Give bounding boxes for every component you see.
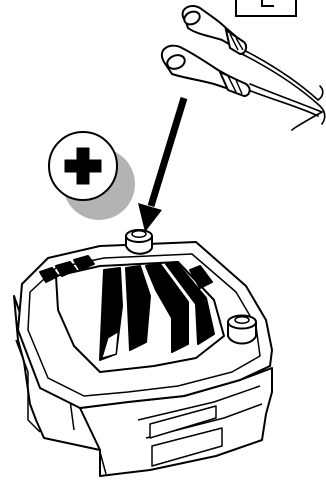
arrow-down-icon xyxy=(138,98,184,232)
ring-terminal-icon xyxy=(162,46,250,96)
plus-badge-icon xyxy=(49,132,135,220)
corner-box xyxy=(236,0,296,16)
car-battery-icon xyxy=(14,230,272,476)
